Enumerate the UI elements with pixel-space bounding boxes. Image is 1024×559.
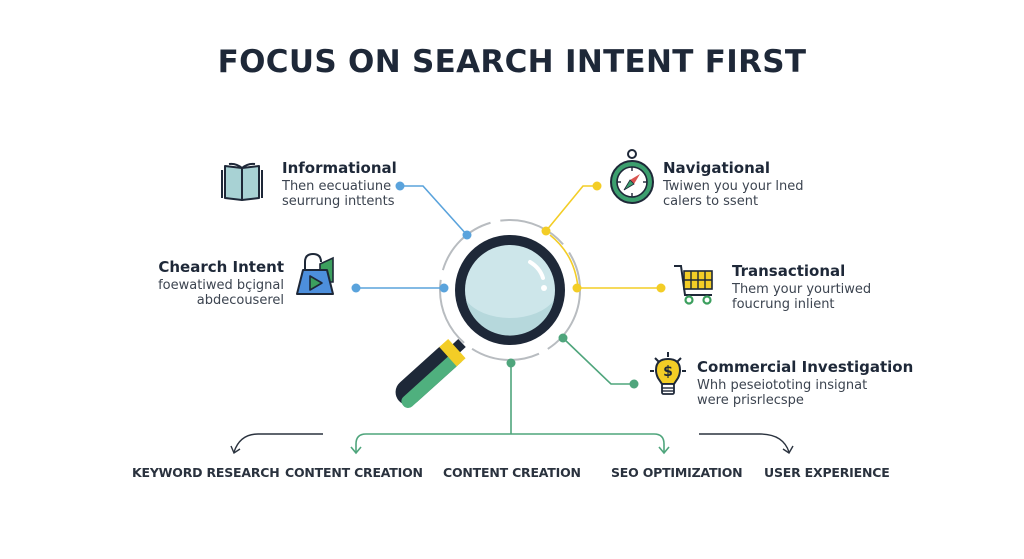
node-transactional: Transactional Them your yourtiwed foucru… (732, 262, 871, 312)
lightbulb-dollar-icon: $ (650, 352, 686, 395)
connector-bottom-tree (350, 358, 670, 455)
shopping-bag-play-icon (296, 252, 334, 295)
node-search-intent: Chearch Intent foewatiwed bçignal abdeco… (158, 258, 284, 308)
node-desc-line1: Them your yourtiwed (732, 282, 872, 297)
bottom-label-content-creation-1: CONTENT CREATION (285, 465, 423, 480)
magnifying-glass-icon (395, 235, 565, 409)
node-navigational: Navigational Twiwen you your lned calers… (663, 159, 804, 209)
node-desc-line1: foewatiwed bçignal (158, 278, 284, 293)
page-title: FOCUS ON SEARCH INTENT FIRST (217, 44, 807, 80)
node-title: Transactional (732, 262, 846, 280)
node-title: Commercial Investigation (697, 358, 914, 376)
connector-commercial (558, 333, 639, 389)
node-desc-line1: Then eecuatiune (282, 179, 392, 194)
open-book-icon (221, 162, 263, 201)
node-desc-line2: foucrung inlient (732, 297, 835, 312)
node-desc-line2: calers to ssent (663, 194, 759, 209)
node-desc-line1: Whh peseiototing insignat (697, 378, 868, 393)
connector-navigational (541, 181, 602, 289)
arrow-user-experience (699, 433, 794, 454)
connector-transactional (572, 283, 666, 293)
arrow-keyword-research (230, 433, 323, 455)
node-desc-line2: were prisrlecspe (697, 393, 804, 408)
node-title: Chearch Intent (158, 258, 284, 276)
node-desc-line2: seurrung inttents (282, 194, 395, 209)
node-title: Informational (282, 159, 397, 177)
shopping-cart-icon (674, 265, 713, 305)
connector-informational (395, 181, 472, 240)
bottom-label-content-creation-2: CONTENT CREATION (443, 465, 581, 480)
node-desc-line1: Twiwen you your lned (663, 179, 804, 194)
bottom-label-seo-optimization: SEO OPTIMIZATION (611, 465, 743, 480)
node-desc-line2: abdecouserel (196, 293, 284, 308)
node-title: Navigational (663, 159, 771, 177)
compass-icon (610, 149, 654, 204)
svg-text:$: $ (663, 364, 673, 380)
bottom-label-user-experience: USER EXPERIENCE (764, 465, 890, 480)
node-commercial-investigation: Commercial Investigation Whh peseiototin… (697, 358, 913, 408)
bottom-label-keyword-research: KEYWORD RESEARCH (132, 465, 280, 480)
node-informational: Informational Then eecuatiune seurrung i… (282, 159, 397, 209)
connector-search-intent (351, 283, 449, 293)
